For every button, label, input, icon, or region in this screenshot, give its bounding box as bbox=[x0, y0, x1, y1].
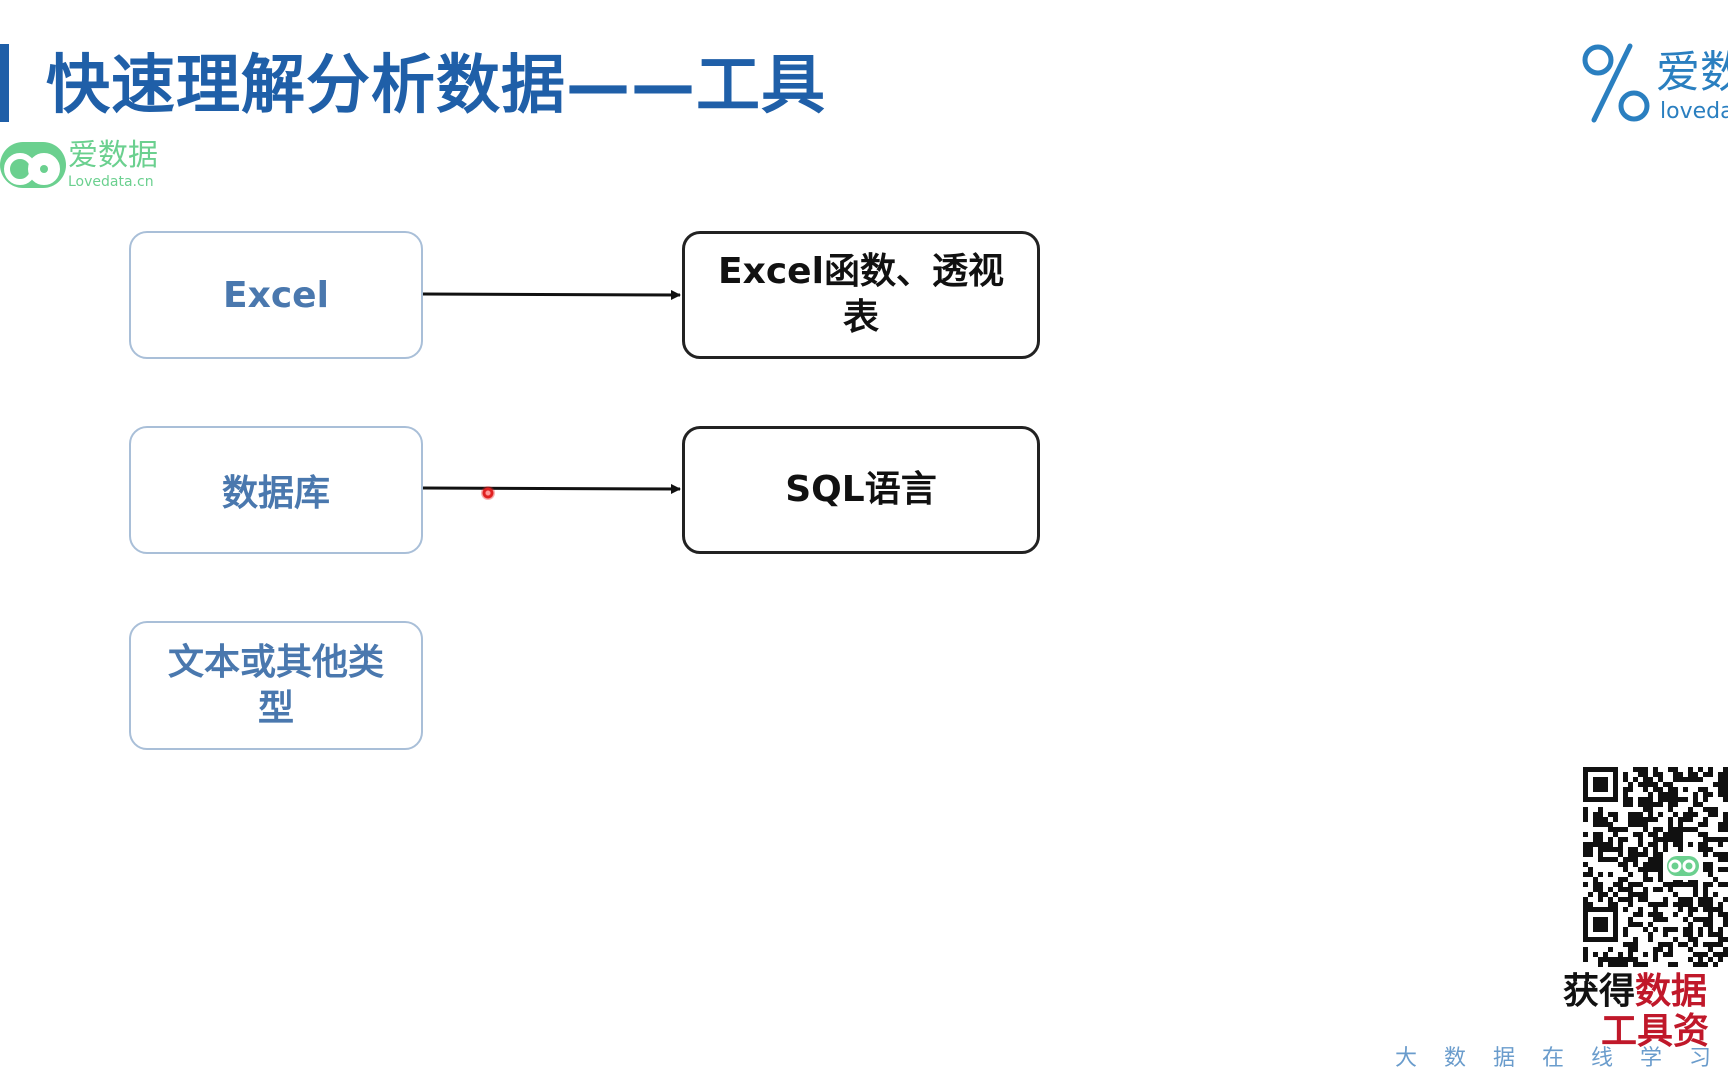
infinity-icon bbox=[0, 142, 66, 188]
qr-code-icon bbox=[1583, 767, 1728, 967]
source-box-text-other: 文本或其他类型 bbox=[129, 621, 423, 750]
target-box-excel-functions: Excel函数、透视表 bbox=[682, 231, 1040, 359]
percent-logo-icon bbox=[1582, 43, 1650, 123]
qr-code bbox=[1583, 767, 1728, 967]
lovedata-logo-right: 爱数 loveda bbox=[1580, 40, 1728, 130]
arrow-database-to-sql bbox=[422, 483, 681, 494]
title-accent-bar bbox=[0, 44, 9, 122]
promo-line2: 工具资 bbox=[1601, 1011, 1710, 1052]
target-box-sql: SQL语言 bbox=[682, 426, 1040, 554]
logo-right-cn: 爱数 bbox=[1656, 47, 1728, 98]
source-box-database: 数据库 bbox=[129, 426, 423, 554]
logo-left-en: Lovedata.cn bbox=[68, 174, 154, 190]
promo-line1-black: 获得 bbox=[1563, 972, 1636, 1012]
logo-right-en: loveda bbox=[1660, 99, 1728, 124]
slide-title: 快速理解分析数据——工具 bbox=[46, 49, 826, 123]
promo-text: 获得数据 工具资 bbox=[1563, 972, 1728, 1054]
arrow-excel-to-functions bbox=[422, 289, 681, 300]
logo-left-cn: 爱数据 bbox=[68, 138, 158, 173]
lovedata-logo-left: 爱数据 Lovedata.cn bbox=[0, 138, 170, 194]
laser-pointer-dot bbox=[481, 486, 495, 500]
footer-tagline: 大数据在线学习 bbox=[1395, 1046, 1728, 1071]
promo-line1-red: 数据 bbox=[1635, 972, 1708, 1012]
source-box-excel: Excel bbox=[129, 231, 423, 359]
